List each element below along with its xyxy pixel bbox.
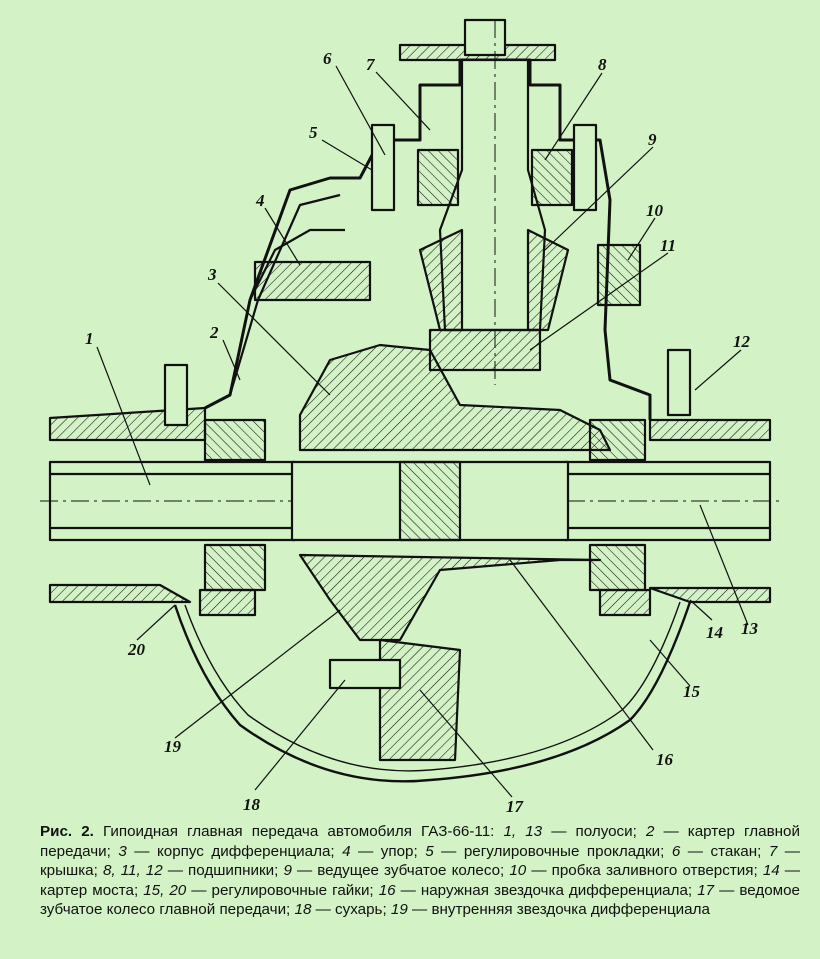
caption-figure-number: Рис. 2. <box>40 823 94 840</box>
caption-num: 16 <box>378 881 396 899</box>
caption-num: 9 <box>283 862 292 880</box>
caption-text: — ведомое зубчатое колесо главной переда… <box>40 881 801 919</box>
label-1: 1 <box>85 329 94 348</box>
caption-text: — корпус дифференциала; <box>126 842 343 860</box>
caption-text: — упор; <box>350 842 426 860</box>
caption-text: — наружная звездочка дифференциала; <box>395 881 698 899</box>
differential-cross-section-drawing: 1 2 3 4 5 6 7 8 9 10 11 12 13 14 15 16 1… <box>40 18 780 815</box>
label-4: 4 <box>255 191 265 210</box>
caption-num: 1, 13 <box>503 823 543 840</box>
label-9: 9 <box>648 130 657 149</box>
label-7: 7 <box>366 55 376 74</box>
label-10: 10 <box>646 201 664 220</box>
caption-text: — полуоси; <box>542 823 646 840</box>
caption-num: 7 <box>768 842 778 860</box>
adjusting-nut-right <box>598 588 652 617</box>
bolt-right <box>572 123 598 212</box>
label-16: 16 <box>656 750 674 769</box>
differential-case <box>298 343 612 452</box>
bolt-left <box>370 123 396 212</box>
axle-housing-pan <box>173 601 692 783</box>
label-2: 2 <box>209 323 219 342</box>
pinion-bearing-upper-left <box>416 148 460 207</box>
caption-text: — картер главной передачи; <box>40 823 800 860</box>
caption-num: 17 <box>697 881 715 899</box>
axle-housing-left <box>48 406 207 604</box>
caption-text: — внутренняя звездочка дифференциала <box>407 901 710 919</box>
caption-text: — пробка заливного отверстия; <box>526 862 763 880</box>
label-15: 15 <box>683 682 701 701</box>
side-bearing-left <box>203 418 267 462</box>
label-14: 14 <box>706 623 723 642</box>
label-6: 6 <box>323 49 332 68</box>
label-3: 3 <box>207 265 217 284</box>
label-11: 11 <box>660 236 676 255</box>
label-18: 18 <box>243 795 261 814</box>
ring-gear <box>378 638 462 762</box>
caption-text: — подшипники; <box>162 862 284 880</box>
caption-text: — картер моста; <box>40 862 800 899</box>
label-8: 8 <box>598 55 607 74</box>
caption-num: 6 <box>671 842 681 860</box>
label-19: 19 <box>164 737 182 756</box>
adjusting-nut-left <box>198 588 257 617</box>
caption-text: — регулировочные гайки; <box>186 881 379 899</box>
caption-num: 8, 11, 12 <box>102 862 163 880</box>
figure-caption: Рис. 2. Гипоидная главная передача автом… <box>40 822 800 920</box>
label-5: 5 <box>309 123 318 142</box>
pinion-bearing-upper-right <box>530 148 574 207</box>
caption-num: 15, 20 <box>143 881 187 899</box>
caption-text: — регулировочные прокладки; <box>433 842 672 860</box>
caption-num: 18 <box>294 901 312 919</box>
caption-text: — стакан; <box>680 842 769 860</box>
caption-num: 14 <box>762 862 780 880</box>
caption-text: — крышка; <box>40 842 800 880</box>
caption-num: 3 <box>118 842 127 860</box>
label-20: 20 <box>127 640 146 659</box>
pinion-bearing-lower <box>428 328 542 372</box>
label-13: 13 <box>741 619 759 638</box>
label-17: 17 <box>506 797 525 815</box>
caption-num: 19 <box>390 901 408 919</box>
label-12: 12 <box>733 332 751 351</box>
filler-plug <box>596 243 642 307</box>
side-bearing-right <box>588 418 647 462</box>
caption-num: 2 <box>645 823 655 840</box>
caption-num: 10 <box>509 862 527 880</box>
caption-text: — ведущее зубчатое колесо; <box>291 862 510 880</box>
caption-text: — сухарь; <box>311 901 391 919</box>
caption-num: 4 <box>342 842 351 860</box>
caption-num: 5 <box>425 842 434 860</box>
caption-title: Гипоидная главная передача автомобиля ГА… <box>102 823 495 840</box>
axle-housing-right <box>648 418 772 604</box>
